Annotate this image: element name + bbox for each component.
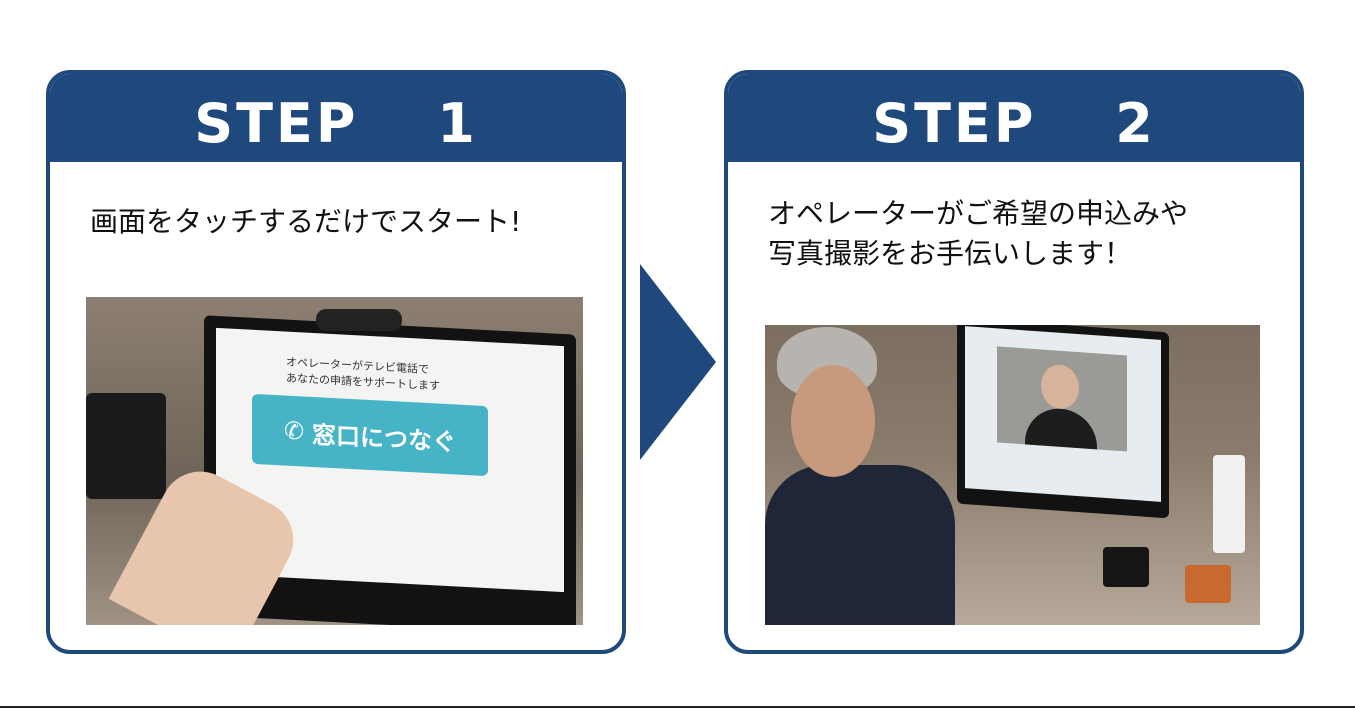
step-2-description-line: オペレーターがご希望の申込みや [768, 197, 1189, 230]
step-1-card: STEP 1 画面をタッチするだけでスタート! オペレーターがテレビ電話で あな… [46, 70, 626, 654]
connect-window-button: ✆ 窓口につなぐ [252, 393, 488, 477]
step-2-photo [765, 325, 1260, 625]
step-1-description-line: 画面をタッチするだけでスタート! [90, 205, 522, 238]
bottom-divider [0, 706, 1355, 708]
next-arrow-icon [640, 264, 716, 460]
operator-avatar [1041, 363, 1079, 411]
user-head [791, 365, 875, 477]
connect-window-button-label: 窓口につなぐ [312, 420, 457, 456]
step-1-photo: オペレーターがテレビ電話で あなたの申請をサポートします ✆ 窓口につなぐ [86, 297, 583, 625]
step-2-description-line: 写真撮影をお手伝いします！ [768, 237, 1133, 270]
kiosk-monitor [957, 325, 1169, 519]
step-1-title: STEP 1 [50, 74, 622, 162]
operator-body [1025, 406, 1097, 450]
kiosk-screen [965, 326, 1161, 502]
step-2-description: オペレーターがご希望の申込みや 写真撮影をお手伝いします！ [768, 194, 1280, 274]
webcam [316, 309, 402, 331]
operator-video [997, 346, 1127, 452]
step-1-description: 画面をタッチするだけでスタート! [90, 202, 602, 242]
smartphone [1185, 565, 1231, 603]
phone-icon: ✆ [283, 416, 305, 446]
card-reader-device [1103, 547, 1149, 587]
step-2-card: STEP 2 オペレーターがご希望の申込みや 写真撮影をお手伝いします！ [724, 70, 1304, 654]
id-scanner [1213, 455, 1245, 553]
user-body [765, 465, 955, 625]
card-reader-device [86, 393, 166, 499]
step-2-title: STEP 2 [728, 74, 1300, 162]
